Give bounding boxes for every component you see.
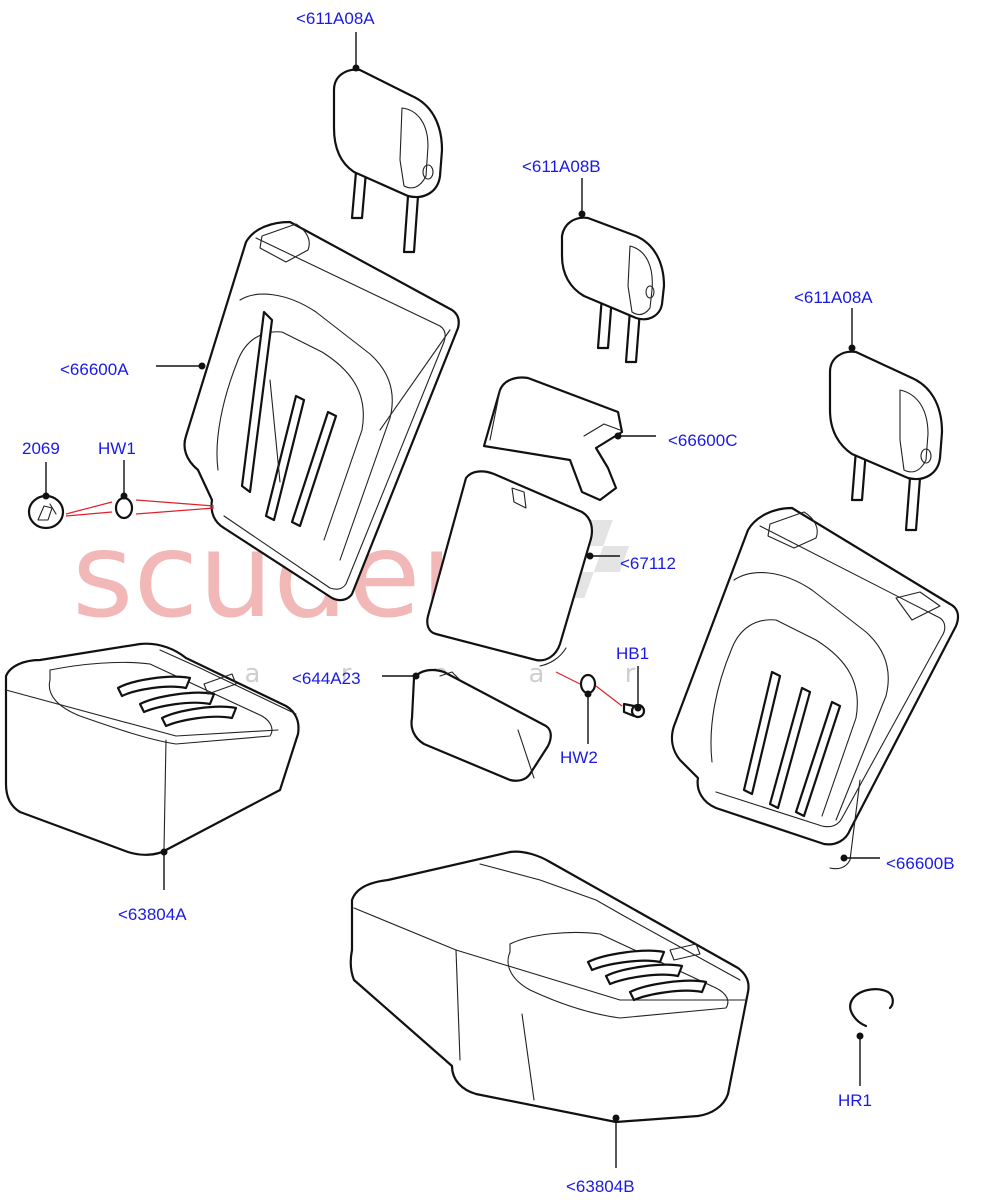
callout-backrest-left[interactable]: <66600A (60, 360, 129, 379)
callout-armrest-cover[interactable]: <66600C (668, 431, 737, 450)
armrest-cover[interactable] (482, 376, 624, 502)
callout-armrest-trim[interactable]: <644A23 (292, 669, 361, 688)
backrest-left[interactable] (183, 220, 460, 602)
callout-armrest-panel[interactable]: <67112 (620, 554, 676, 573)
cushion-left[interactable] (4, 642, 300, 856)
backrest-right[interactable] (670, 506, 960, 870)
callout-labels: <611A08A <611A08B <611A08A <66600A <6660… (22, 9, 955, 1196)
bolt-hb1[interactable] (622, 702, 646, 719)
ring-hr1[interactable] (849, 988, 894, 1028)
callout-washer-hw2[interactable]: HW2 (560, 748, 598, 767)
headrest-center[interactable] (560, 216, 666, 364)
washer-hw1[interactable] (114, 496, 134, 520)
callout-part-2069[interactable]: 2069 (22, 439, 60, 458)
washer-hw2[interactable] (579, 673, 597, 695)
callout-backrest-right[interactable]: <66600B (886, 854, 955, 873)
armrest-panel[interactable] (426, 470, 593, 667)
callout-washer-hw1[interactable]: HW1 (98, 439, 136, 458)
armrest-trim[interactable] (410, 668, 552, 782)
red-assembly-lines (65, 499, 623, 707)
cushion-right[interactable] (349, 850, 750, 1124)
anchor-cover-2069[interactable] (27, 494, 65, 530)
callout-cushion-left[interactable]: <63804A (118, 905, 187, 924)
callout-headrest-right[interactable]: <611A08A (794, 288, 873, 307)
callout-headrest-left[interactable]: <611A08A (296, 9, 375, 28)
headrest-right[interactable] (828, 350, 944, 532)
callout-headrest-center[interactable]: <611A08B (522, 157, 601, 176)
callout-ring-hr1[interactable]: HR1 (838, 1091, 872, 1110)
callout-bolt-hb1[interactable]: HB1 (616, 644, 649, 663)
callout-cushion-right[interactable]: <63804B (566, 1177, 635, 1196)
headrest-left[interactable] (332, 68, 444, 254)
leader-lines (42, 32, 880, 1168)
